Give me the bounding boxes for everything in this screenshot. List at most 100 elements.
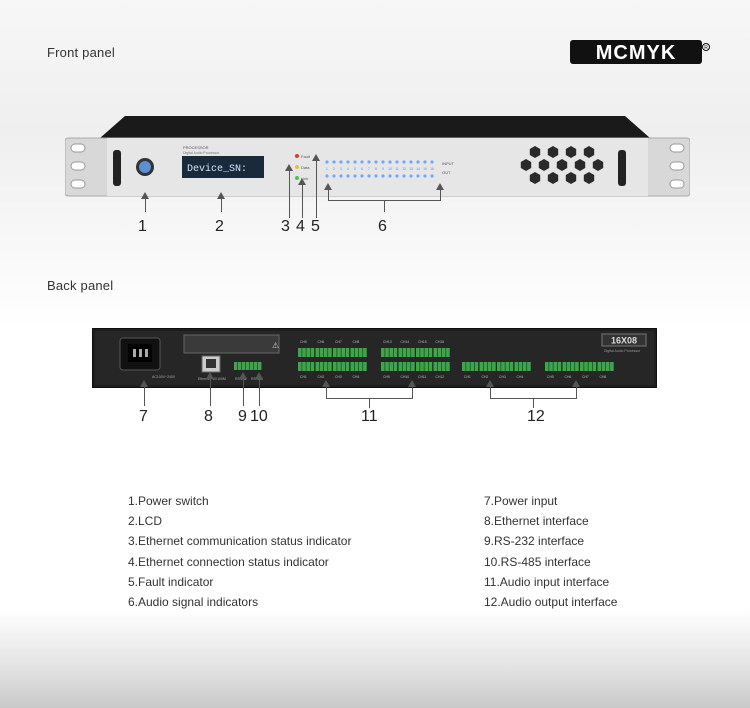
legend-item: 5.Fault indicator bbox=[128, 574, 214, 589]
terminal-pin bbox=[411, 362, 415, 371]
input-channel-label: CH16 bbox=[436, 340, 445, 344]
terminal-pin bbox=[527, 362, 531, 371]
rs-terminal-pin bbox=[250, 362, 254, 370]
svg-text:Data: Data bbox=[301, 165, 310, 170]
terminal-pin bbox=[557, 362, 562, 371]
legend-item: 9.RS-232 interface bbox=[484, 534, 585, 549]
output-channel-label: CH7 bbox=[582, 375, 589, 379]
channel-number: 9 bbox=[382, 167, 384, 171]
background-bottom bbox=[0, 610, 750, 708]
legend-item: 6.Audio signal indicators bbox=[128, 595, 259, 610]
terminal-pin bbox=[345, 362, 350, 371]
input-channel-label: CH4 bbox=[353, 375, 360, 379]
terminal-pin bbox=[350, 362, 355, 371]
terminal-pin bbox=[341, 362, 345, 371]
output-led bbox=[430, 174, 434, 178]
vent-hole bbox=[583, 172, 595, 184]
terminal-pin bbox=[446, 362, 450, 371]
terminal-pin bbox=[501, 362, 505, 371]
ethernet-label: Ethernet 10/100M bbox=[198, 377, 226, 381]
terminal-pin bbox=[319, 362, 324, 371]
output-led bbox=[325, 174, 329, 178]
output-channel-label: CH8 bbox=[600, 375, 607, 379]
terminal-pin bbox=[393, 362, 398, 371]
callout-11: 11 bbox=[361, 408, 378, 425]
callout-3: 3 bbox=[281, 218, 290, 235]
callout-2: 2 bbox=[215, 218, 224, 235]
output-channel-label: CH3 bbox=[499, 375, 506, 379]
input-channel-label: CH13 bbox=[383, 340, 392, 344]
terminal-pin bbox=[389, 348, 393, 357]
terminal-pin bbox=[487, 362, 492, 371]
terminal-pin bbox=[580, 362, 584, 371]
vent-hole bbox=[583, 146, 595, 158]
output-led bbox=[416, 174, 420, 178]
terminal-pin bbox=[549, 362, 553, 371]
vent-hole bbox=[529, 146, 541, 158]
terminal-pin bbox=[470, 362, 474, 371]
output-channel-label: CH5 bbox=[547, 375, 554, 379]
input-channel-label: CH1 bbox=[300, 375, 307, 379]
callout-8: 8 bbox=[204, 408, 213, 425]
terminal-pin bbox=[545, 362, 549, 371]
terminal-pin bbox=[398, 362, 403, 371]
channel-number: 12 bbox=[402, 167, 406, 171]
output-channel-label: CH6 bbox=[565, 375, 572, 379]
channel-number: 5 bbox=[354, 167, 356, 171]
terminal-pin bbox=[315, 362, 320, 371]
vent-hole bbox=[574, 159, 586, 171]
input-led bbox=[381, 160, 385, 164]
channel-number: 13 bbox=[409, 167, 413, 171]
rs-terminal-pin bbox=[238, 362, 242, 370]
output-led bbox=[374, 174, 378, 178]
channel-number: 1 bbox=[326, 167, 328, 171]
input-led bbox=[374, 160, 378, 164]
legend-item: 10.RS-485 interface bbox=[484, 554, 591, 569]
terminal-pin bbox=[333, 348, 337, 357]
input-led bbox=[423, 160, 427, 164]
terminal-pin bbox=[350, 348, 355, 357]
legend-item: 3.Ethernet communication status indicato… bbox=[128, 534, 352, 549]
terminal-pin bbox=[337, 348, 341, 357]
terminal-pin bbox=[328, 348, 332, 357]
terminal-pin bbox=[441, 348, 446, 357]
front-panel-title: Front panel bbox=[47, 45, 115, 60]
vent-hole bbox=[529, 172, 541, 184]
terminal-pin bbox=[518, 362, 523, 371]
legend-right: 7.Power input 8.Ethernet interface 9.RS-… bbox=[484, 491, 617, 612]
svg-text:Digital Audio Processor: Digital Audio Processor bbox=[604, 349, 641, 353]
svg-text:RS-232: RS-232 bbox=[235, 377, 247, 381]
terminal-pin bbox=[522, 362, 527, 371]
svg-text:OUT: OUT bbox=[442, 170, 451, 175]
input-led bbox=[332, 160, 336, 164]
terminal-pin bbox=[323, 362, 328, 371]
channel-number: 10 bbox=[388, 167, 392, 171]
vent-hole bbox=[556, 159, 568, 171]
legend-item: 7.Power input bbox=[484, 494, 558, 508]
terminal-pin bbox=[358, 362, 363, 371]
terminal-pin bbox=[306, 362, 310, 371]
legend-item: 11.Audio input interface bbox=[484, 574, 610, 589]
output-channel-label: CH4 bbox=[517, 375, 524, 379]
channel-number: 6 bbox=[361, 167, 363, 171]
legend-item: 2.LCD bbox=[128, 514, 163, 529]
terminal-pin bbox=[385, 362, 389, 371]
vent-hole bbox=[520, 159, 532, 171]
brand-logo: MCMYK R bbox=[570, 40, 710, 64]
callout-5: 5 bbox=[311, 218, 320, 235]
output-led bbox=[367, 174, 371, 178]
terminal-pin bbox=[601, 362, 606, 371]
input-channel-label: CH10 bbox=[401, 375, 410, 379]
terminal-pin bbox=[588, 362, 592, 371]
terminal-pin bbox=[446, 348, 450, 357]
terminal-pin bbox=[302, 348, 306, 357]
terminal-pin bbox=[363, 362, 367, 371]
terminal-pin bbox=[605, 362, 610, 371]
terminal-pin bbox=[315, 348, 320, 357]
svg-text:INPUT: INPUT bbox=[442, 161, 455, 166]
output-led bbox=[423, 174, 427, 178]
terminal-pin bbox=[402, 348, 407, 357]
terminal-pin bbox=[341, 348, 345, 357]
